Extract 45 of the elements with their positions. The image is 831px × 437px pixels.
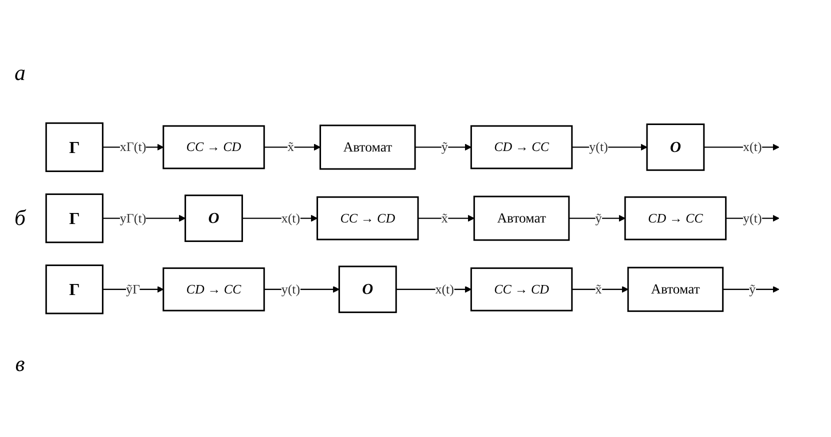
edge-label: y(t) (589, 140, 608, 154)
edge-label: x(t) (435, 282, 454, 297)
arrow (572, 144, 648, 151)
edge-label: y(t) (281, 282, 300, 297)
node-box: O (338, 266, 397, 314)
node-box: Г (45, 264, 104, 314)
node-box: Г (45, 194, 104, 244)
arrow (704, 144, 780, 151)
arrow (568, 215, 626, 222)
node-box: CD → CC (624, 196, 727, 240)
node-box: CC → CD (316, 196, 419, 240)
arrow (572, 286, 628, 293)
arrow (722, 286, 780, 293)
figure-part-label: б (14, 205, 26, 232)
edge-label: x(t) (281, 211, 300, 226)
arrow (264, 286, 340, 293)
edge-label: yГ(t) (120, 211, 146, 226)
arrow (102, 286, 164, 293)
arrow (264, 144, 321, 151)
edge-label: y(t) (743, 211, 762, 226)
edge-label: ỹ (441, 140, 448, 154)
edge-label: ỹ (595, 211, 602, 226)
edge-label: ỹ (749, 282, 756, 297)
figure-part-label: в (15, 351, 25, 378)
node-box: Автомат (627, 267, 724, 312)
figure-part-label: а (14, 60, 26, 86)
edge-label: x(t) (743, 140, 762, 154)
node-box: O (646, 124, 705, 172)
arrow (415, 144, 472, 151)
arrow (396, 286, 472, 293)
node-box: CC → CD (470, 268, 573, 312)
node-box: CD → CC (162, 268, 265, 312)
node-box: Автомат (473, 196, 570, 242)
edge-label: ỹГ (126, 282, 140, 297)
edge-label: x̃ (595, 282, 602, 297)
node-box: Г (45, 122, 104, 172)
arrow (418, 215, 474, 222)
node-box: O (184, 194, 243, 242)
arrow (242, 215, 318, 222)
edge-label: x̃ (441, 211, 448, 226)
edge-label: x̃ (287, 140, 294, 154)
edge-label: xГ(t) (120, 140, 146, 154)
node-box: CD → CC (470, 125, 573, 170)
node-box: CC → CD (162, 125, 265, 170)
node-box: Автомат (320, 124, 416, 170)
